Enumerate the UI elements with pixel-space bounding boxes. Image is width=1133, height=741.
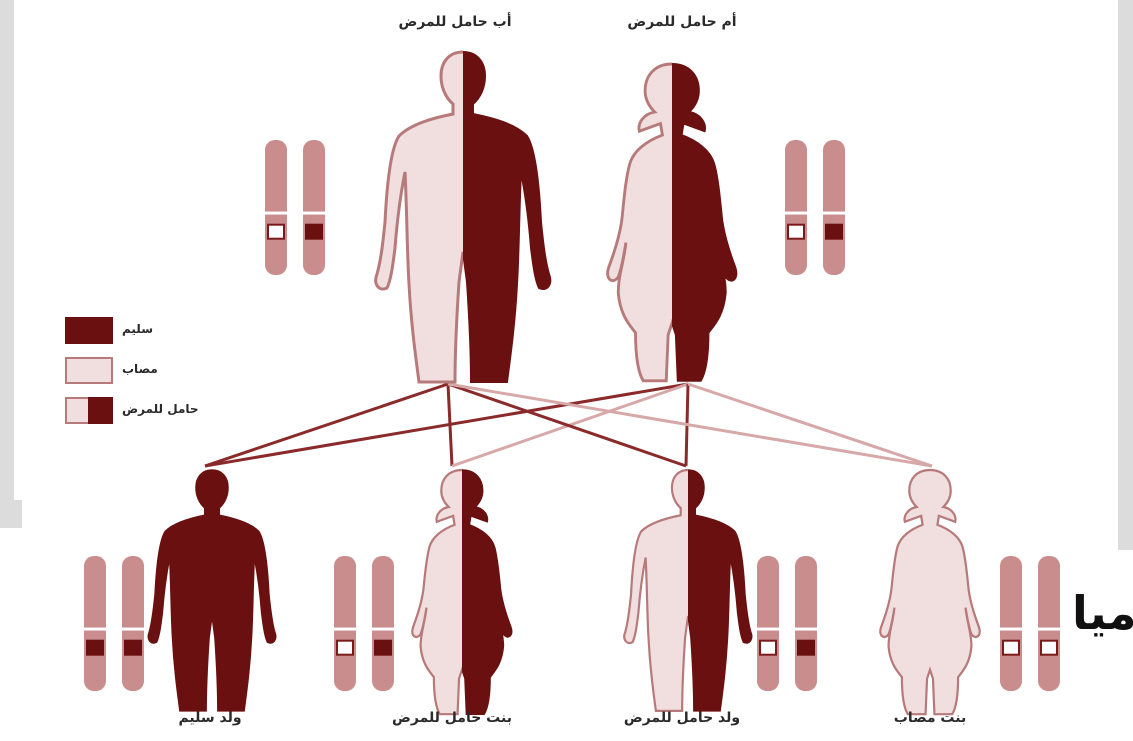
legend-carrier-label: حامل للمرض xyxy=(122,402,199,416)
father-line xyxy=(205,384,448,466)
carrier-son-label: ولد حامل للمرض xyxy=(624,710,740,726)
father-label: أب حامل للمرض xyxy=(398,14,511,30)
legend-carrier-swatch-dark xyxy=(89,398,112,423)
affected-daughter-chromosomes xyxy=(1000,556,1060,691)
legend-affected-label: مصاب xyxy=(122,362,158,376)
mother-chromosomes xyxy=(785,140,845,275)
father-line xyxy=(448,384,452,466)
mother-label: أم حامل للمرض xyxy=(627,14,736,30)
overlay-partial-word: ميا xyxy=(1072,586,1133,640)
father-line xyxy=(448,384,932,466)
legend-healthy-label: سليم xyxy=(122,322,153,336)
legend-healthy-swatch xyxy=(66,318,112,343)
mother-figure xyxy=(608,64,737,381)
healthy-son-chromosomes xyxy=(84,556,144,691)
healthy-son-figure xyxy=(148,470,275,711)
father-figure xyxy=(376,52,551,382)
affected-daughter-label: بنت مصاب xyxy=(894,710,966,726)
carrier-daughter-figure xyxy=(412,470,511,714)
healthy-son-label: ولد سليم xyxy=(178,710,241,726)
father-chromosomes xyxy=(265,140,325,275)
legend-swatches xyxy=(66,318,112,423)
mother-line xyxy=(688,384,932,466)
legend-affected-swatch xyxy=(66,358,112,383)
legend-carrier-swatch-light xyxy=(66,398,89,423)
mother-line xyxy=(205,384,688,466)
carrier-daughter-label: بنت حامل للمرض xyxy=(392,710,512,726)
cross-lines xyxy=(205,384,932,466)
affected-daughter-figure xyxy=(880,470,979,714)
carrier-son-chromosomes xyxy=(757,556,817,691)
carrier-son-figure xyxy=(624,470,751,711)
carrier-daughter-chromosomes xyxy=(334,556,394,691)
